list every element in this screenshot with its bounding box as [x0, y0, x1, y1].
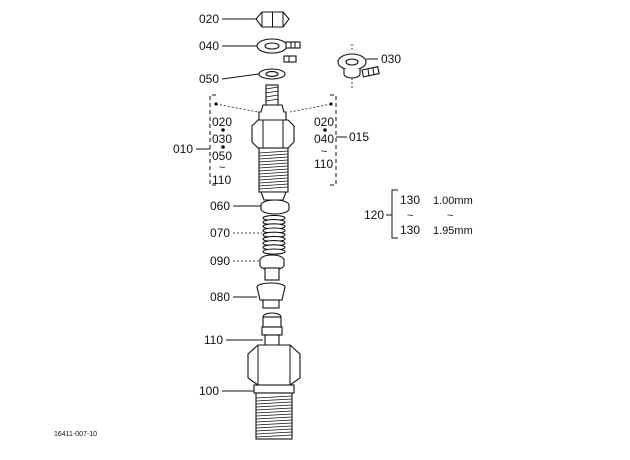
shim-range-mark-size: ~ — [447, 210, 453, 222]
part-010-nozzle-holder-body[interactable] — [251, 104, 295, 201]
shim-range-mark-part: ~ — [407, 210, 413, 222]
thread-line — [255, 398, 293, 402]
thread-line — [255, 425, 293, 429]
label-100[interactable]: 100 — [199, 384, 219, 398]
thread-line — [258, 180, 289, 184]
part-100-retaining-nut[interactable] — [247, 344, 301, 440]
group-left-item-1: 030 — [212, 132, 232, 146]
label-030[interactable]: 030 — [381, 52, 401, 66]
part-090-pin[interactable] — [259, 254, 285, 281]
part-labels: 020 040 050 030 010 015 060 070 090 080 … — [173, 12, 401, 398]
part-050-washer[interactable] — [258, 68, 286, 80]
shim-selection: 130 ~ 130 1.00mm ~ 1.95mm — [400, 193, 473, 237]
thread-line — [258, 150, 289, 154]
part-040-eye-joint[interactable] — [256, 38, 301, 63]
part-080-push-rod[interactable] — [256, 282, 286, 309]
group-left-item-3: 110 — [212, 173, 231, 187]
group-right-list: 020 040 ~ 110 — [314, 115, 334, 171]
label-090[interactable]: 090 — [210, 254, 230, 268]
group-bracket — [209, 94, 337, 186]
thread-line — [255, 395, 293, 399]
label-080[interactable]: 080 — [210, 290, 230, 304]
label-060[interactable]: 060 — [210, 199, 230, 213]
thread-line — [258, 174, 289, 178]
part-030-eye-joint[interactable] — [337, 44, 380, 88]
part-020-nut[interactable] — [255, 11, 290, 28]
label-020[interactable]: 020 — [199, 12, 219, 26]
shim-to-size: 1.95mm — [433, 225, 473, 237]
thread-line — [258, 159, 289, 163]
thread-line — [258, 183, 289, 187]
thread-line — [258, 153, 289, 157]
holder-top-stud — [265, 84, 279, 106]
thread-line — [258, 168, 289, 172]
thread-line — [255, 416, 293, 420]
thread-line — [255, 401, 293, 405]
group-right-item-0: 020 — [314, 115, 334, 129]
group-left-list: 020 030 050 ~ 110 — [212, 115, 232, 187]
label-050[interactable]: 050 — [199, 72, 219, 86]
part-070-spring[interactable] — [262, 214, 286, 255]
thread-line — [258, 156, 289, 160]
thread-line — [255, 407, 293, 411]
label-010[interactable]: 010 — [173, 142, 193, 156]
thread-line — [258, 171, 289, 175]
thread-line — [255, 410, 293, 414]
group-right-item-2: 110 — [314, 157, 333, 171]
label-120[interactable]: 120 — [364, 208, 384, 222]
thread-line — [258, 177, 289, 181]
label-015[interactable]: 015 — [349, 130, 369, 144]
group-left-item-0: 020 — [212, 115, 232, 129]
label-040[interactable]: 040 — [199, 39, 219, 53]
drawing-number: 16411-007-10 — [54, 431, 97, 438]
thread-line — [255, 428, 293, 432]
thread-line — [255, 434, 293, 438]
shim-to-part[interactable]: 130 — [400, 223, 420, 237]
group-right-item-1: 040 — [314, 132, 334, 146]
thread-line — [255, 413, 293, 417]
label-110[interactable]: 110 — [204, 333, 223, 347]
leader-lines — [196, 18, 398, 392]
thread-line — [258, 165, 289, 169]
thread-line — [258, 162, 289, 166]
group-left-item-2: 050 — [212, 149, 232, 163]
thread-line — [255, 422, 293, 426]
part-060-seat-washer[interactable] — [260, 199, 290, 215]
spring-coil — [262, 248, 286, 255]
shim-from-part[interactable]: 130 — [400, 193, 420, 207]
thread-line — [258, 186, 289, 190]
group-left-range-mark: ~ — [219, 162, 225, 174]
group-right-range-mark: ~ — [321, 146, 327, 158]
thread-line — [255, 419, 293, 423]
shim-from-size: 1.00mm — [433, 195, 473, 207]
thread-line — [255, 404, 293, 408]
thread-line — [255, 431, 293, 435]
label-070[interactable]: 070 — [210, 226, 230, 240]
